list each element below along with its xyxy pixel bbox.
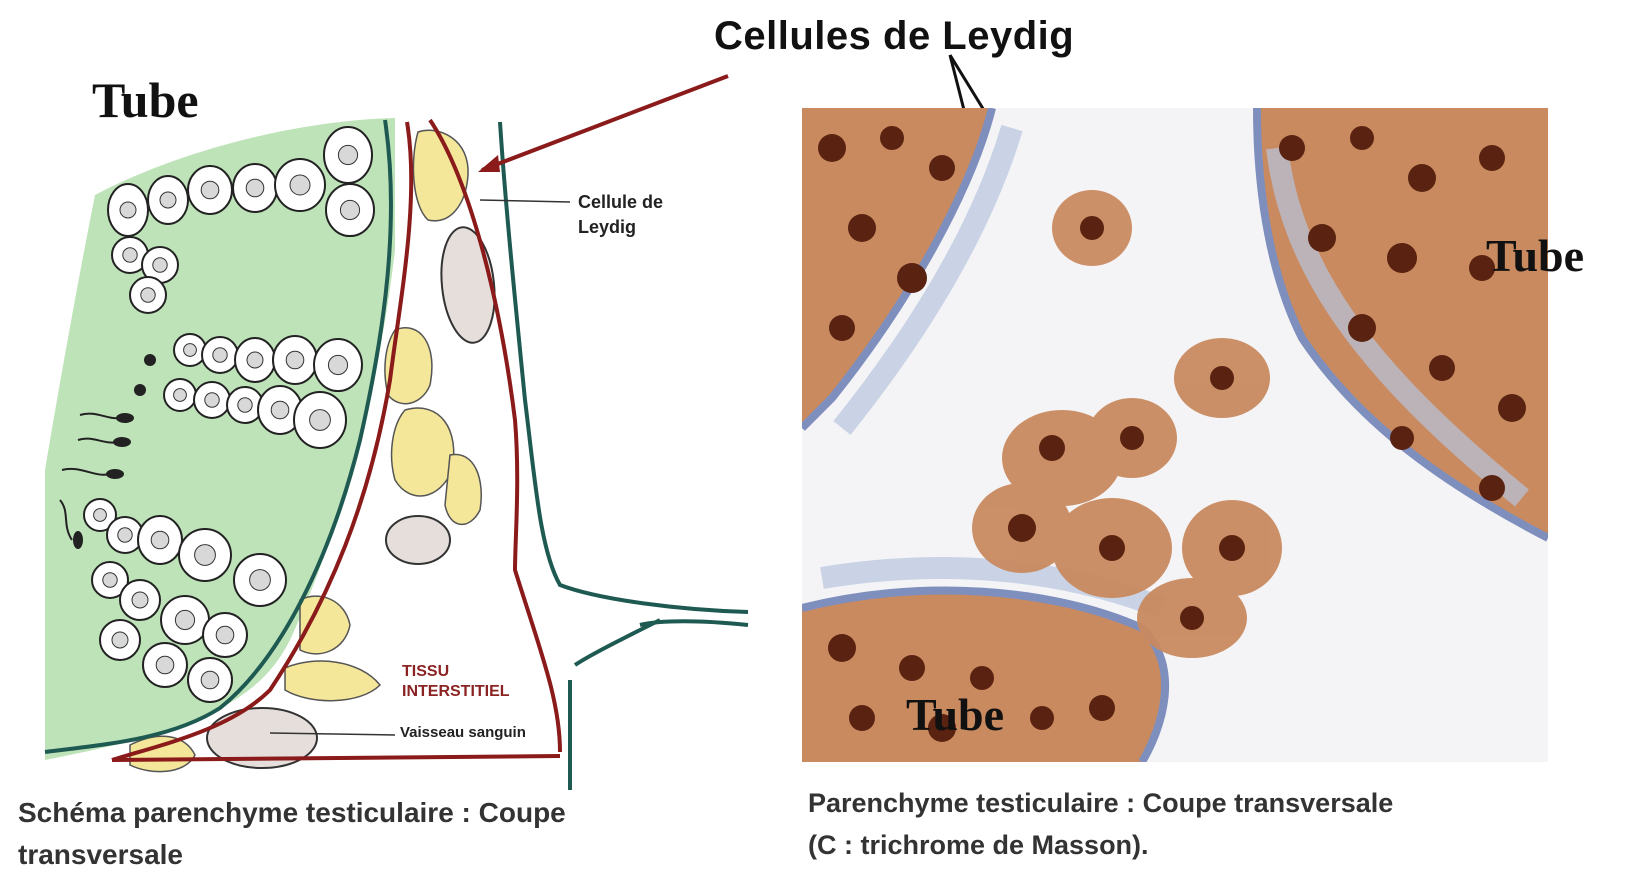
cell-nuclei	[818, 126, 1526, 742]
nucleus	[1089, 695, 1115, 721]
germ-cells	[83, 126, 375, 703]
nucleus	[1387, 243, 1417, 273]
nucleus	[848, 214, 876, 242]
nucleus	[897, 263, 927, 293]
blood-vessels	[206, 226, 496, 769]
nucleus	[818, 134, 846, 162]
germ-cell-nucleus	[111, 631, 129, 649]
germ-cell-nucleus	[183, 343, 197, 357]
nucleus	[1308, 224, 1336, 252]
germ-cell-nucleus	[174, 609, 196, 631]
nucleus	[1498, 394, 1526, 422]
germ-cell-nucleus	[159, 191, 177, 209]
germ-cell-nucleus	[309, 409, 331, 431]
germ-cell-nucleus	[119, 201, 137, 219]
nucleus	[929, 155, 955, 181]
schema-caption: Schéma parenchyme testiculaire : Coupe t…	[18, 792, 566, 876]
germ-cell-nucleus	[212, 347, 228, 363]
tubule-top-left	[802, 108, 992, 428]
germ-cell-nucleus	[150, 530, 170, 550]
micrograph-drawing	[802, 108, 1548, 762]
tissue-label-line2: INTERSTITIEL	[402, 683, 510, 700]
micrograph-caption: Parenchyme testiculaire : Coupe transver…	[808, 782, 1393, 866]
nucleus	[928, 714, 956, 742]
nucleus	[1120, 426, 1144, 450]
germ-cell-nucleus	[200, 670, 220, 690]
micrograph-tube-label-right: Tube	[1486, 230, 1585, 281]
title: Cellules de Leydig	[714, 14, 1075, 58]
nucleus	[1219, 535, 1245, 561]
micrograph-caption-line1: Parenchyme testiculaire : Coupe transver…	[808, 788, 1394, 818]
nucleus	[1390, 426, 1414, 450]
nucleus	[1008, 514, 1036, 542]
nucleus	[1099, 535, 1125, 561]
germ-cell-nucleus	[155, 655, 175, 675]
germ-cell-nucleus	[173, 388, 187, 402]
germ-cell-nucleus	[245, 178, 265, 198]
germ-cell-nucleus	[285, 350, 305, 370]
nucleus	[1350, 126, 1374, 150]
germ-cell-nucleus	[117, 527, 133, 543]
germ-cell-nucleus	[93, 508, 107, 522]
interstitial-tissue-label: TISSU INTERSTITIEL	[402, 662, 510, 702]
title-arrowhead-red	[478, 155, 500, 172]
germ-cell-nucleus	[327, 354, 349, 376]
nucleus	[880, 126, 904, 150]
nucleus	[1479, 145, 1505, 171]
germ-cell-nucleus	[122, 247, 138, 263]
micrograph-caption-line2: (C : trichrome de Masson).	[808, 830, 1149, 860]
nucleus	[1469, 255, 1495, 281]
germ-cell-nucleus	[339, 199, 361, 221]
teal-membrane-lines	[44, 119, 749, 790]
germ-cell-nucleus	[270, 400, 290, 420]
nucleus	[1080, 216, 1104, 240]
nucleus	[970, 666, 994, 690]
stroma-rims	[802, 108, 1548, 762]
leydig-cell-label-line2: Leydig	[578, 217, 637, 237]
germ-cell-nucleus	[337, 144, 359, 166]
leydig-cell-label: Cellule de Leydig	[578, 190, 663, 240]
nucleus	[1429, 355, 1455, 381]
germ-cell-nucleus	[200, 180, 220, 200]
germ-cell-nucleus	[152, 257, 168, 273]
nucleus	[1039, 435, 1065, 461]
tissue-label-line1: TISSU	[402, 663, 450, 680]
nucleus	[829, 315, 855, 341]
germ-cell-nucleus	[289, 174, 311, 196]
schema-caption-line2: transversale	[18, 839, 184, 870]
germ-cell-nucleus	[215, 625, 235, 645]
germ-cell-nucleus	[237, 397, 253, 413]
red-boundary-lines	[111, 118, 562, 762]
germ-cell-nucleus	[204, 392, 220, 408]
nucleus	[828, 634, 856, 662]
nucleus	[1279, 135, 1305, 161]
germ-cell-nucleus	[246, 351, 264, 369]
nucleus	[1180, 606, 1204, 630]
leydig-cell-label-line1: Cellule de	[578, 192, 664, 212]
schema-tube-label: Tube	[92, 72, 199, 128]
leydig-pointer	[479, 199, 571, 203]
germ-cell-nucleus	[249, 569, 271, 591]
tubule-right	[1257, 108, 1548, 538]
title-arrow-red	[481, 74, 729, 172]
nucleus	[1348, 314, 1376, 342]
nucleus	[1210, 366, 1234, 390]
vessel-pointer	[269, 732, 396, 736]
micrograph	[802, 108, 1548, 762]
germ-cell-nucleus	[194, 544, 216, 566]
sperm-heads	[73, 354, 156, 549]
nucleus	[849, 705, 875, 731]
nucleus	[899, 655, 925, 681]
germ-cell-nucleus	[102, 572, 118, 588]
nucleus	[1479, 475, 1505, 501]
schema-caption-line1: Schéma parenchyme testiculaire : Coupe	[18, 797, 566, 828]
vessel-label: Vaisseau sanguin	[400, 724, 526, 741]
leydig-cells-schema	[129, 129, 482, 773]
germ-cell-nucleus	[131, 591, 149, 609]
germ-cell-nucleus	[140, 287, 156, 303]
nucleus	[1408, 164, 1436, 192]
micrograph-tube-label-bottom: Tube	[906, 689, 1005, 740]
nucleus	[1030, 706, 1054, 730]
